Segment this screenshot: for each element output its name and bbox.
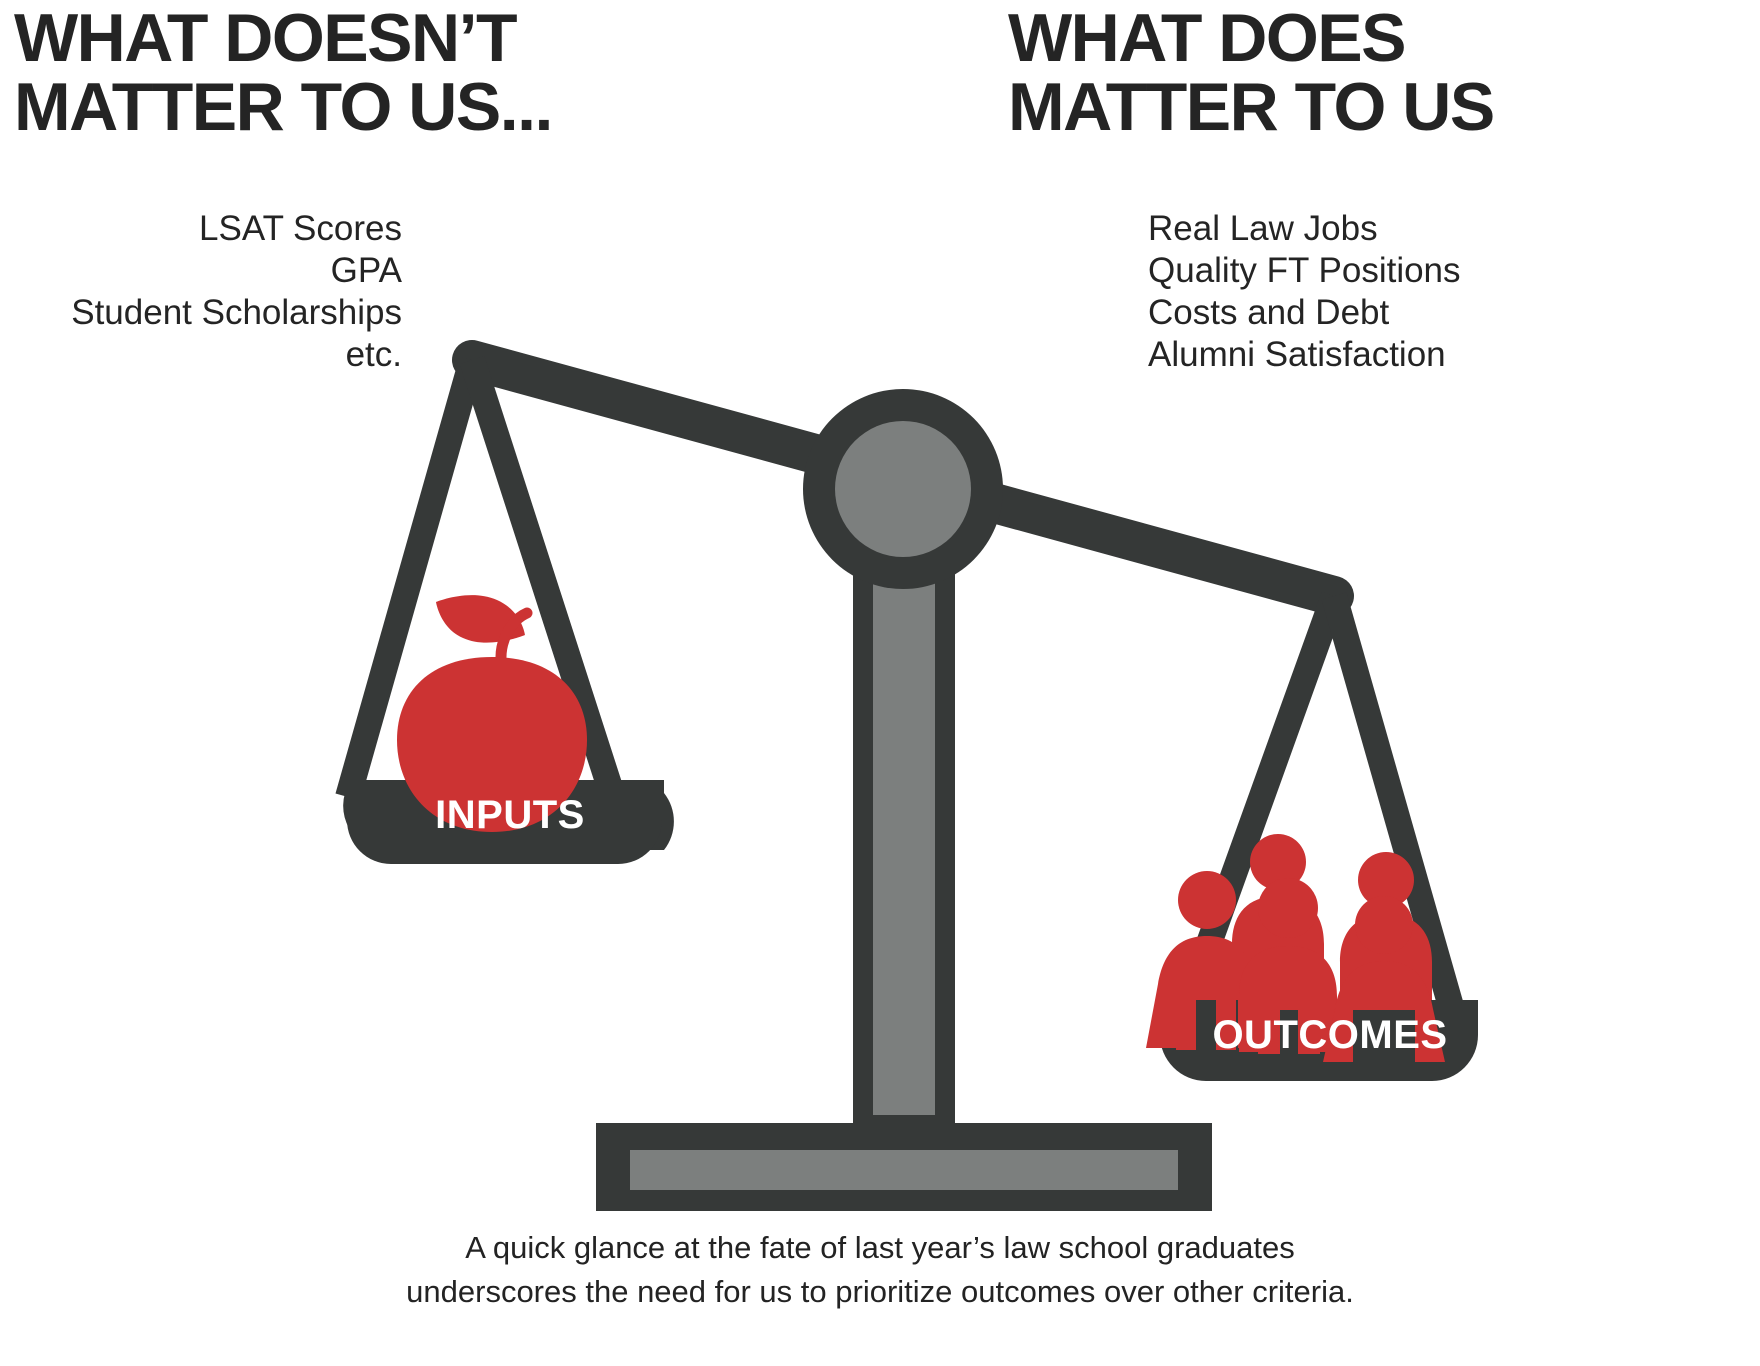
list-item: Student Scholarships (71, 293, 402, 332)
list-item: Costs and Debt (1148, 293, 1390, 332)
caption-line-1: A quick glance at the fate of last year’… (465, 1230, 1295, 1265)
caption-line-2: underscores the need for us to prioritiz… (406, 1274, 1354, 1310)
pan-outcomes (1146, 591, 1478, 1081)
heading-what-does-matter: WHAT DOES MATTER TO US (1008, 0, 1495, 146)
scale-pivot (803, 389, 1003, 589)
criteria-list-outcomes: Real Law Jobs Quality FT Positions Costs… (1148, 208, 1668, 376)
list-item: Quality FT Positions (1148, 251, 1461, 290)
scale-base (596, 1123, 1212, 1211)
scale-beam (452, 340, 1354, 616)
list-item: LSAT Scores (199, 209, 402, 248)
list-item: etc. (345, 335, 402, 374)
list-item: Real Law Jobs (1148, 209, 1378, 248)
pan-inputs (335, 356, 674, 864)
heading-what-doesnt-matter: WHAT DOESN’T MATTER TO US... (14, 0, 553, 146)
list-item: Alumni Satisfaction (1148, 335, 1446, 374)
list-item: GPA (330, 251, 402, 290)
caption: A quick glance at the fate of last year’… (230, 1226, 1530, 1314)
criteria-list-inputs: LSAT Scores GPA Student Scholarships etc… (0, 208, 402, 376)
pan-label-inputs: INPUTS (435, 793, 585, 837)
scale-column (853, 470, 955, 1130)
pan-label-outcomes: OUTCOMES (1212, 1013, 1448, 1057)
